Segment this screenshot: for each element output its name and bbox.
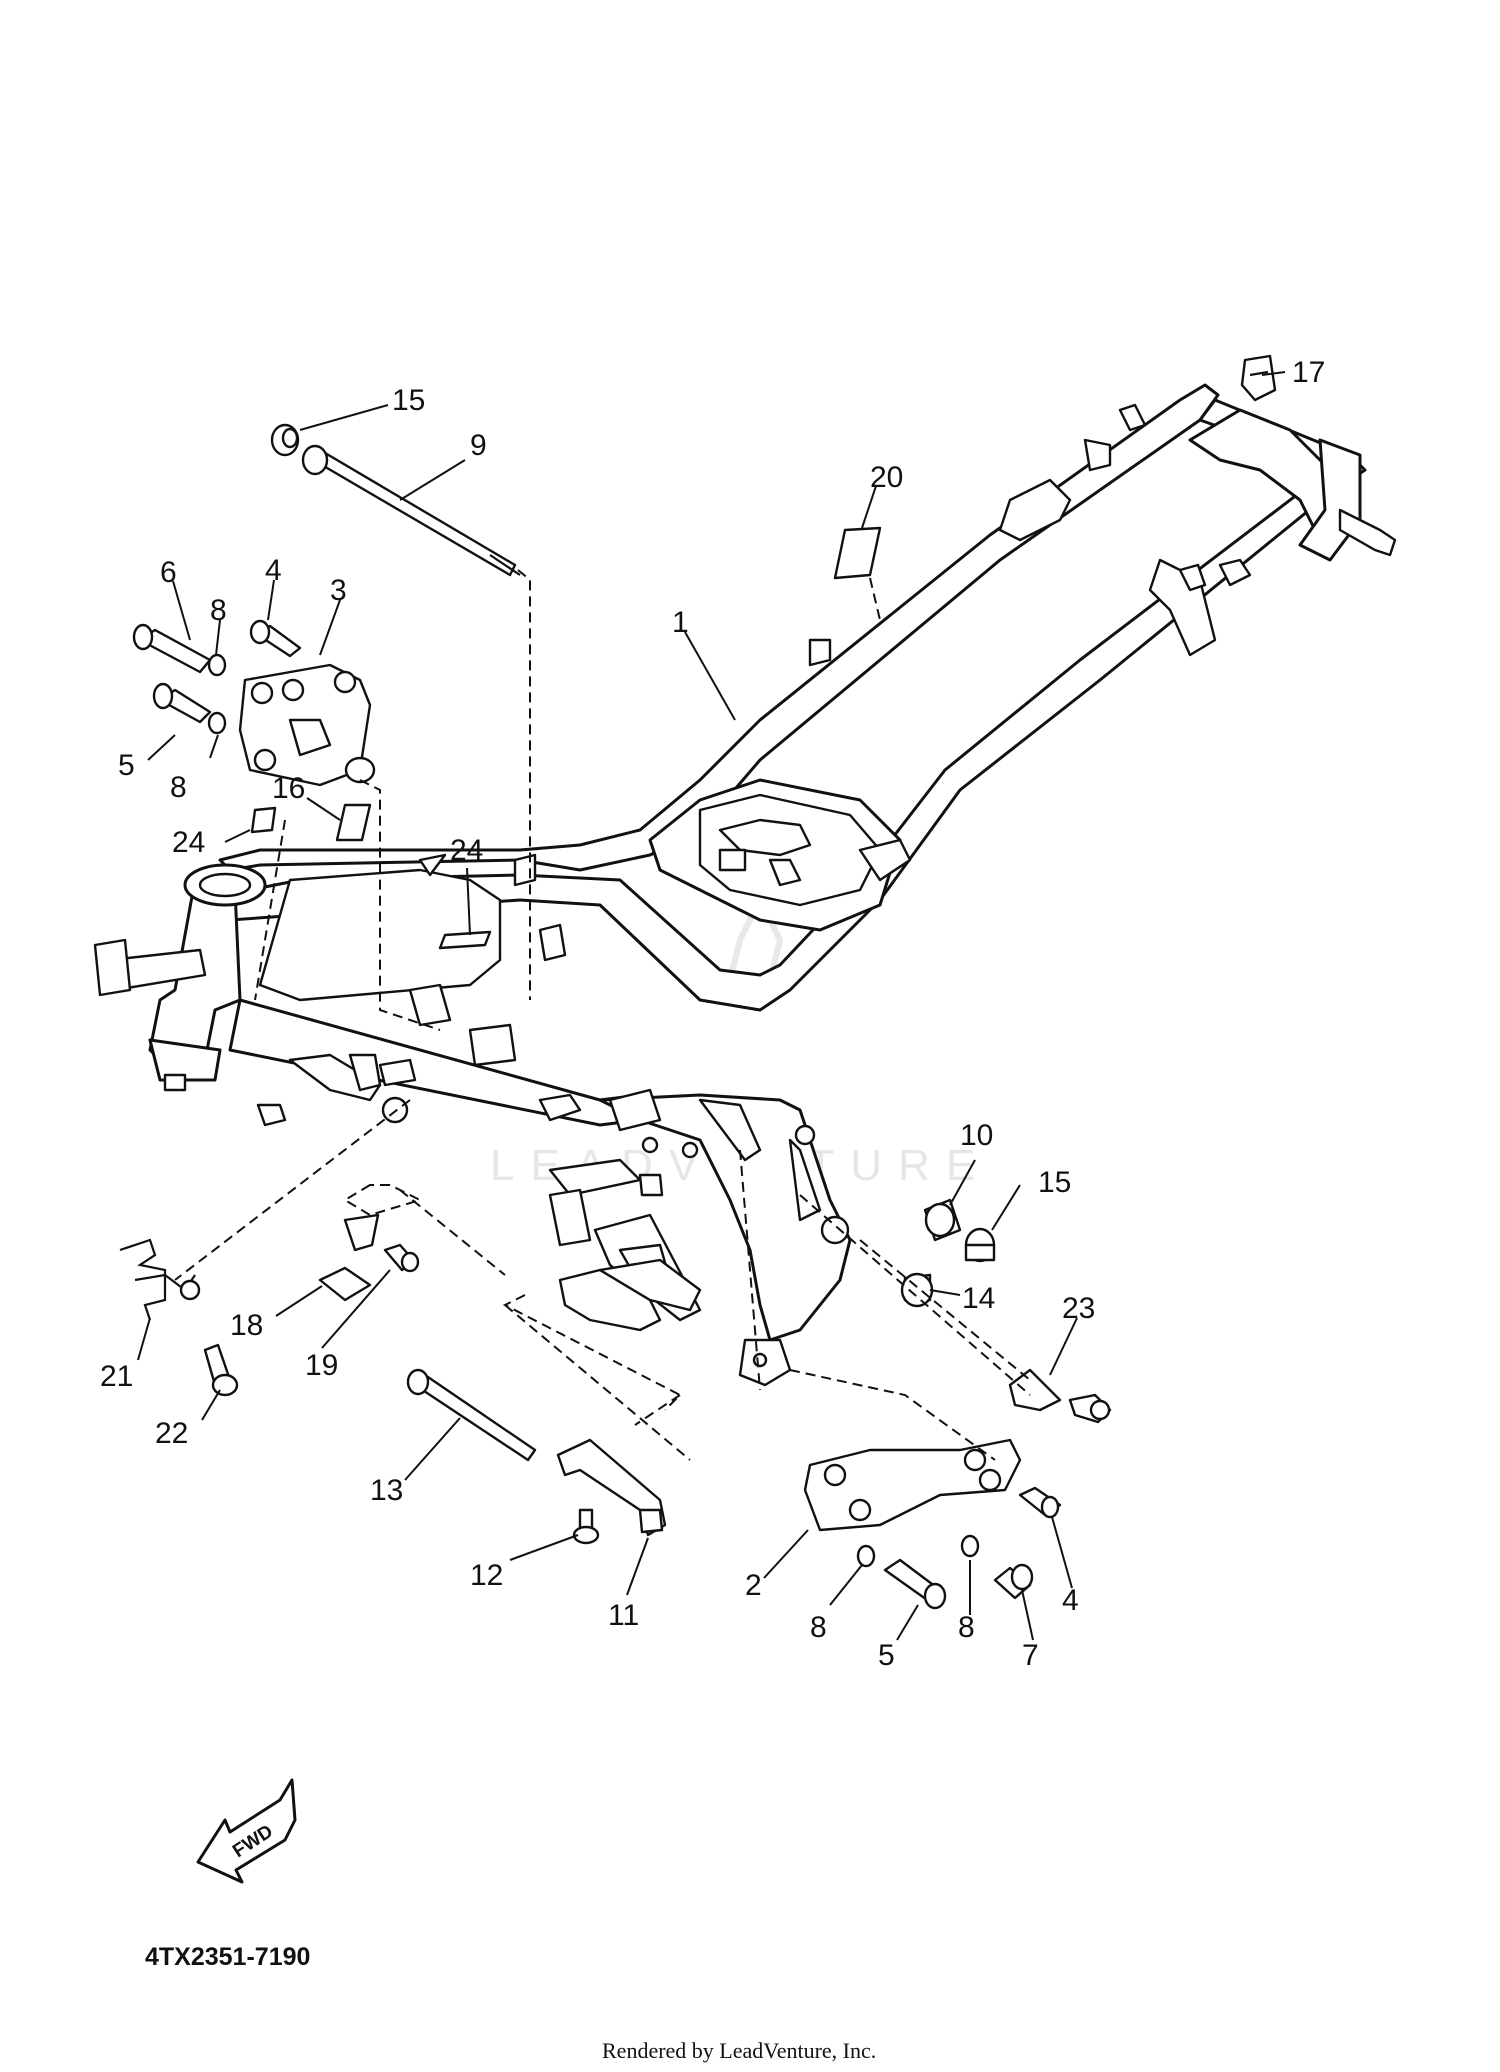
washers-8-left	[207, 653, 227, 735]
engine-plate-area	[558, 1258, 702, 1332]
bracket-2	[803, 1438, 1022, 1532]
leader-lines	[137, 371, 1286, 1641]
callout-5-right: 5	[878, 1639, 895, 1672]
bolt-4-left	[249, 619, 302, 658]
callout-13: 13	[370, 1474, 403, 1507]
cap-15-right	[964, 1227, 996, 1263]
fwd-arrow-icon: FWD	[196, 1778, 297, 1884]
callout-4-right: 4	[1062, 1584, 1079, 1617]
washers-8-right	[856, 1534, 980, 1568]
callout-2: 2	[745, 1569, 762, 1602]
bracket-3	[238, 663, 376, 787]
collar-14	[900, 1272, 934, 1308]
bolt-23	[1068, 1393, 1112, 1424]
callouts: 1 2 3 4 4 5 5 6 7 8 8 8 8 9 10 11 12 13 …	[100, 356, 1325, 1672]
label-20	[833, 526, 882, 580]
callout-17: 17	[1292, 356, 1325, 389]
callout-8-left-upper: 8	[210, 594, 227, 627]
callout-4-left: 4	[265, 554, 282, 587]
long-bolt-9	[301, 444, 521, 577]
callout-3: 3	[330, 574, 347, 607]
callout-11: 11	[608, 1599, 639, 1632]
bolt-19	[383, 1243, 420, 1273]
part-17	[1240, 354, 1277, 402]
cap-15-top	[270, 423, 300, 457]
bolt-5-right	[883, 1558, 947, 1610]
bolt-22	[203, 1343, 239, 1397]
callout-8-left-lower: 8	[170, 771, 187, 804]
callout-24-left: 24	[172, 826, 205, 859]
label-24-left	[250, 806, 277, 834]
part-18	[318, 1213, 380, 1302]
bolt-12	[572, 1508, 600, 1545]
assembly-lines	[174, 569, 1031, 1461]
bolt-4-right	[1018, 1486, 1062, 1519]
bolt-5-left	[152, 682, 212, 724]
callout-21: 21	[100, 1360, 133, 1393]
callout-10: 10	[960, 1119, 993, 1152]
callout-5-left: 5	[118, 749, 135, 782]
callout-24-center: 24	[450, 834, 483, 867]
clamp-21	[119, 1238, 201, 1321]
main-frame	[93, 383, 1397, 1387]
callout-1: 1	[672, 606, 689, 639]
collar-10	[923, 1198, 962, 1242]
callout-15-right: 15	[1038, 1166, 1071, 1199]
callout-14: 14	[962, 1282, 995, 1315]
callout-12: 12	[470, 1559, 503, 1592]
callout-9: 9	[470, 429, 487, 462]
callout-6: 6	[160, 556, 177, 589]
bolt-7	[993, 1563, 1034, 1600]
render-credit: Rendered by LeadVenture, Inc.	[602, 2038, 876, 2063]
label-24-center	[438, 930, 492, 950]
bracket-11	[556, 1438, 667, 1537]
callout-23: 23	[1062, 1292, 1095, 1325]
long-bolt-13	[406, 1368, 537, 1462]
label-16	[335, 803, 372, 842]
drawing-code: 4TX2351-7190	[145, 1943, 310, 1971]
callout-8-right-a: 8	[810, 1611, 827, 1644]
bolt-6	[132, 623, 212, 674]
callout-18: 18	[230, 1309, 263, 1342]
callout-15-top: 15	[392, 384, 425, 417]
bracket-23	[1008, 1368, 1062, 1412]
callout-7: 7	[1022, 1639, 1039, 1672]
callout-8-right-b: 8	[958, 1611, 975, 1644]
callout-22: 22	[155, 1417, 188, 1450]
callout-16: 16	[272, 772, 305, 805]
callout-19: 19	[305, 1349, 338, 1382]
callout-20: 20	[870, 461, 903, 494]
